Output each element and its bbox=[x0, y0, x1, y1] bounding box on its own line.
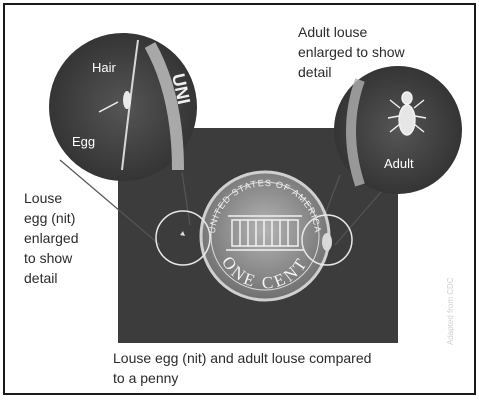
egg-caption: Louse egg (nit) enlarged to show detail bbox=[24, 188, 104, 288]
egg-label: Egg bbox=[72, 132, 95, 152]
adult-label: Adult bbox=[384, 154, 414, 174]
hair-label: Hair bbox=[92, 58, 116, 78]
egg-shape bbox=[123, 91, 131, 109]
adult-zoom-circle bbox=[334, 66, 462, 194]
credit-text: Adapted from CDC bbox=[446, 277, 455, 345]
penny: UNITED STATES OF AMERICA ONE CENT bbox=[201, 172, 329, 300]
adult-caption: Adult louse enlarged to show detail bbox=[298, 22, 438, 82]
bottom-caption: Louse egg (nit) and adult louse compared… bbox=[113, 348, 443, 388]
egg-zoom-circle: UNI bbox=[49, 33, 197, 181]
louse-on-penny bbox=[322, 233, 332, 251]
